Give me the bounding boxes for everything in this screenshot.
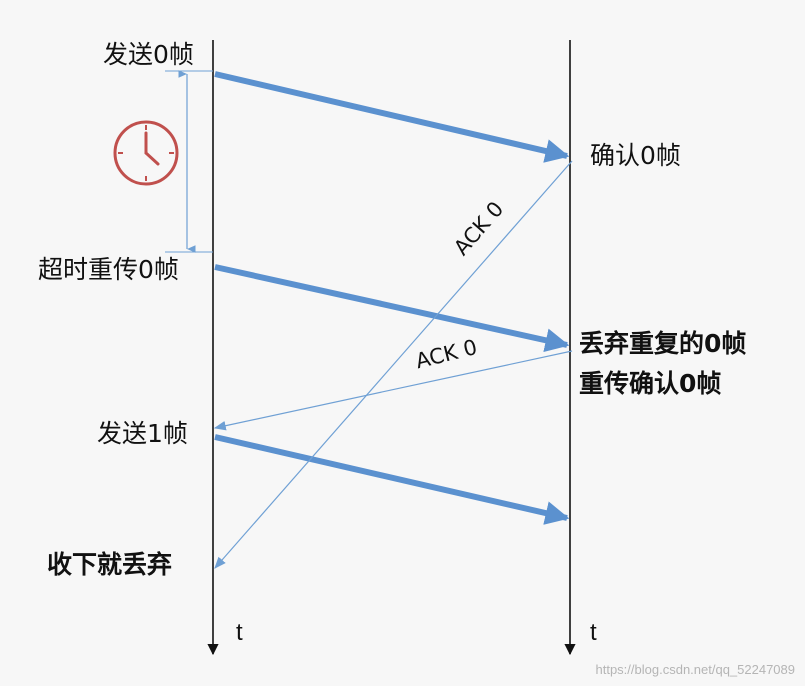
ack0-first-arrow [214, 160, 573, 569]
ack0-second-label: ACK 0 [413, 335, 479, 373]
frame0-arrow [214, 71, 570, 163]
watermark: https://blog.csdn.net/qq_52247089 [596, 662, 796, 677]
timeout-resend-label: 超时重传0帧 [38, 255, 179, 284]
resend-ack-label: 重传确认0帧 [579, 369, 721, 398]
sender-time-label: t [236, 619, 243, 646]
receive-discard-label: 收下就丢弃 [47, 550, 172, 579]
send-frame0-label: 发送0帧 [103, 40, 194, 69]
frame1-arrow [214, 434, 570, 525]
ack0-second-arrow [213, 350, 573, 431]
confirm-frame0-label: 确认0帧 [590, 141, 681, 170]
clock-icon [113, 120, 179, 186]
discard-duplicate-label: 丢弃重复的0帧 [579, 329, 746, 358]
frame0-resend-arrow [214, 264, 570, 353]
ack0-first-label: ACK 0 [449, 197, 508, 260]
send-frame1-label: 发送1帧 [97, 419, 188, 448]
receiver-time-label: t [590, 619, 597, 646]
